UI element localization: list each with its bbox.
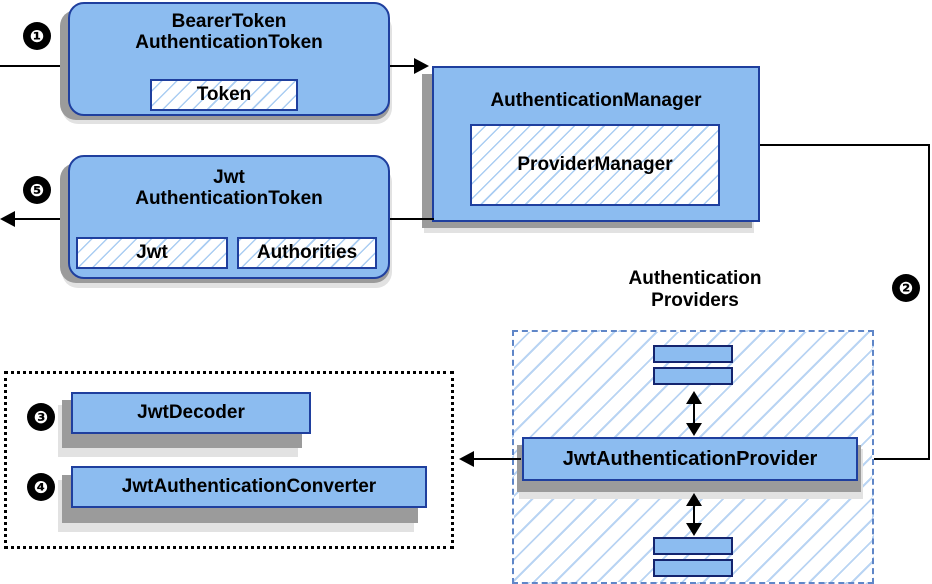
node-jwt-decoder[interactable]: JwtDecoder <box>71 392 311 434</box>
provider-entry-line <box>872 458 930 460</box>
bearer-token-label-line1: BearerToken <box>171 11 287 32</box>
jwt-token-outgoing-arrow-left-icon <box>0 211 15 227</box>
node-jwt-authentication-provider[interactable]: JwtAuthenticationProvider <box>522 437 858 481</box>
provider-top-connector-line <box>693 398 695 426</box>
inner-box-token[interactable]: Token <box>150 79 298 111</box>
provider-to-decoder-line <box>473 458 521 460</box>
bearer-to-manager-arrow-right-icon <box>414 58 429 74</box>
jwt-token-outgoing-line <box>12 218 72 220</box>
provider-stack-bar-top-1 <box>653 345 733 363</box>
inner-box-authorities-label: Authorities <box>256 242 358 263</box>
step-badge-3: ❸ <box>28 404 54 430</box>
providers-title-line1: Authentication <box>628 268 762 289</box>
manager-right-exit-line <box>760 144 930 146</box>
provider-to-decoder-arrow-left-icon <box>459 451 474 467</box>
step-badge-2: ❷ <box>893 275 919 301</box>
jwt-converter-label: JwtAuthenticationConverter <box>121 476 377 498</box>
provider-bottom-arrow-down-icon <box>686 523 702 536</box>
providers-zone-title: Authentication Providers <box>565 268 825 312</box>
inner-box-jwt-label: Jwt <box>136 242 168 263</box>
inner-box-authorities[interactable]: Authorities <box>237 237 377 269</box>
inner-box-token-label: Token <box>196 84 252 105</box>
incoming-request-line <box>0 65 70 67</box>
node-jwt-authentication-converter[interactable]: JwtAuthenticationConverter <box>71 466 427 508</box>
manager-to-provider-down-line <box>928 144 930 460</box>
step-badge-5: ❺ <box>24 177 50 203</box>
provider-top-arrow-up-icon <box>686 391 702 404</box>
jwt-provider-label: JwtAuthenticationProvider <box>562 447 818 470</box>
provider-bottom-arrow-up-icon <box>686 493 702 506</box>
jwt-decoder-label: JwtDecoder <box>137 402 245 424</box>
provider-manager-label: ProviderManager <box>517 154 673 175</box>
node-bearer-token-authentication-token[interactable]: BearerToken AuthenticationToken <box>68 2 390 116</box>
inner-box-provider-manager[interactable]: ProviderManager <box>470 124 720 206</box>
manager-to-jwt-token-line <box>390 218 434 220</box>
step-badge-4: ❹ <box>28 474 54 500</box>
inner-box-jwt[interactable]: Jwt <box>76 237 228 269</box>
provider-stack-bar-top-2 <box>653 367 733 385</box>
provider-stack-bar-bottom-2 <box>653 559 733 577</box>
jwt-token-label-line2: AuthenticationToken <box>135 188 323 210</box>
step-badge-1: ❶ <box>24 23 50 49</box>
provider-stack-bar-bottom-1 <box>653 537 733 555</box>
providers-title-line2: Providers <box>651 289 739 311</box>
provider-top-arrow-down-icon <box>686 423 702 436</box>
auth-manager-label: AuthenticationManager <box>490 90 702 111</box>
jwt-token-label-line1: Jwt <box>213 167 245 188</box>
bearer-token-label-line2: AuthenticationToken <box>135 32 323 54</box>
bearer-to-manager-line <box>390 65 422 67</box>
provider-bottom-connector-line <box>693 500 695 526</box>
